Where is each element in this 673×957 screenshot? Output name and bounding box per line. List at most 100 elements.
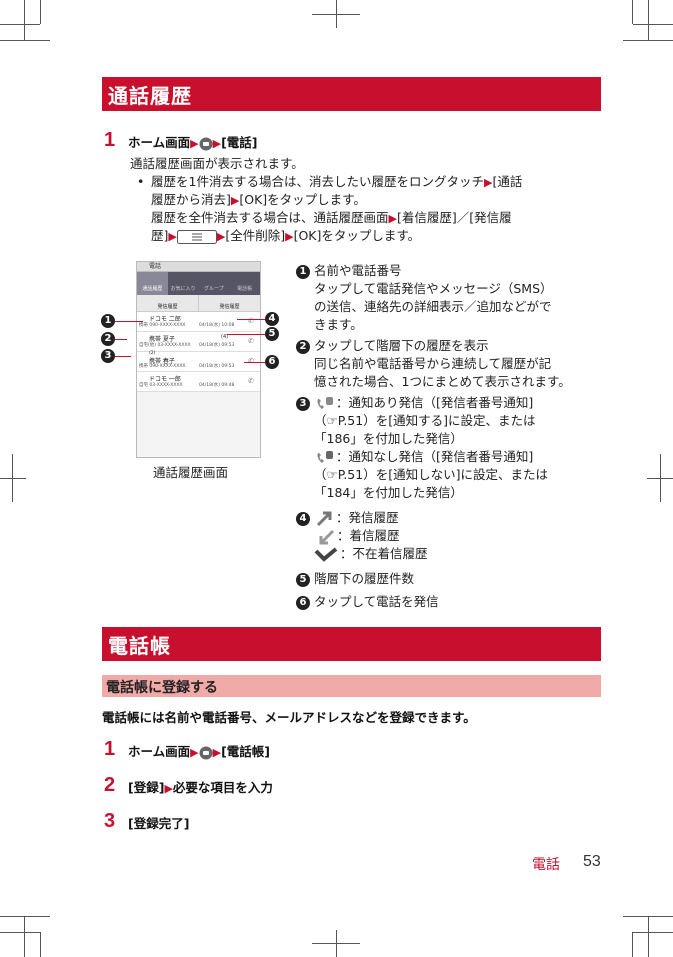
page-number: 53 <box>583 853 601 870</box>
reference-icon: ☞ <box>326 413 338 428</box>
row-name: 携帯 春子 <box>149 358 175 365</box>
note-text: 「184」を付加した発信） <box>314 485 463 500</box>
call-history-screen: 電話 通話履歴 お気に入り グループ 電話帳 発信履歴 発信履歴 ドコモ 二郎 … <box>136 261 261 458</box>
bullet-dot: • <box>137 174 145 189</box>
row-name: ドコモ 二郎 <box>149 316 181 323</box>
note-6: 6 タップして電話を発信 <box>296 593 439 611</box>
crop-mark <box>0 932 40 933</box>
note-text: ：着信履歴 <box>317 527 400 545</box>
row-number: 携帯 090-XXXX-XXXX <box>139 364 186 369</box>
sub-tab-incoming[interactable]: 発信履歴 <box>219 304 240 310</box>
arrow-right-icon: ▶ <box>216 230 226 243</box>
callout-5: 5 <box>265 327 279 341</box>
row-name: 携帯 夏子 <box>149 336 175 343</box>
crop-mark <box>40 932 41 957</box>
step-text-complete: [登録完了] <box>128 816 190 831</box>
crop-mark <box>633 24 673 25</box>
note-text: タップして電話を発信 <box>313 594 439 609</box>
crop-mark <box>40 0 41 24</box>
tab-favorites[interactable]: お気に入り <box>170 286 196 292</box>
sub-tab-outgoing[interactable]: 発信履歴 <box>137 295 199 311</box>
bullet-text: 歴] <box>151 228 169 243</box>
screen-sub-tabs: 発信履歴 発信履歴 <box>137 295 260 312</box>
step-text-phonebook: [電話帳] <box>221 744 271 759</box>
note-text: （ <box>314 413 327 428</box>
row-count: (4) <box>221 334 229 340</box>
phone-icon[interactable]: ✆ <box>248 357 254 365</box>
phone-key-icon <box>199 746 213 759</box>
crop-mark <box>623 40 673 41</box>
step-instruction: ホーム画面▶▶[電話] <box>128 132 258 151</box>
section-intro: 電話帳には名前や電話番号、メールアドレスなどを登録できます。 <box>102 710 476 725</box>
callout-line <box>237 319 265 320</box>
row-tag: (2) <box>149 351 156 356</box>
crop-mark <box>633 932 673 933</box>
crop-mark <box>24 916 25 957</box>
row-number: 携帯 090-XXXX-XXXX <box>139 323 186 328</box>
arrow-right-icon: ▶ <box>230 194 240 207</box>
section-title-text: 通話履歴 <box>108 84 192 108</box>
tab-contacts[interactable]: 電話帳 <box>237 286 253 292</box>
note-marker: 6 <box>296 595 310 610</box>
callout-4: 4 <box>265 312 279 326</box>
note-marker: 4 <box>296 511 310 526</box>
callout-6: 6 <box>265 355 279 369</box>
tab-groups[interactable]: グループ <box>204 286 224 292</box>
note-marker: 1 <box>296 264 310 279</box>
bullet-line: 履歴から消去]▶[OK]をタップします。 <box>151 191 366 210</box>
crop-mark <box>24 0 25 40</box>
subsection-title-text: 電話帳に登録する <box>106 680 218 696</box>
step-instruction: [登録完了] <box>128 813 189 832</box>
arrow-right-icon: ▶ <box>164 782 173 795</box>
arrow-right-icon: ▶ <box>212 746 222 759</box>
callout-line <box>227 334 265 335</box>
crop-mark <box>0 24 40 25</box>
note-text: ：通知なし発信（[発信者番号通知] <box>314 448 533 466</box>
step-text-phone: [電話] <box>221 135 258 150</box>
step-text-register: [登録] <box>128 780 165 795</box>
bullet-text: [全件削除] <box>225 228 286 243</box>
arrow-right-icon: ▶ <box>190 137 199 150</box>
section-title-call-history: 通話履歴 <box>102 77 601 111</box>
phone-icon[interactable]: ✆ <box>248 377 254 385</box>
section-title-phonebook: 電話帳 <box>102 627 601 661</box>
screen-header: 電話 <box>137 262 260 272</box>
history-row[interactable]: (2) 携帯 春子 携帯 090-XXXX-XXXX 04/18(水) 09:5… <box>137 351 260 372</box>
tab-call-history[interactable]: 通話履歴 <box>137 272 168 295</box>
screen-tab-bar: 通話履歴 お気に入り グループ 電話帳 <box>137 272 260 295</box>
note-text: （☞P.51）を[通知しない]に設定、または <box>314 466 548 484</box>
section-title-text: 電話帳 <box>108 634 171 658</box>
row-date: 04/18(水) 09:53 <box>199 364 235 369</box>
history-row[interactable]: 携帯 夏子 (4) 自宅(他) 03-XXXX-XXXX 04/18(水) 09… <box>137 332 260 352</box>
arrow-right-icon: ▶ <box>212 137 222 150</box>
crop-mark <box>12 454 13 502</box>
crop-mark <box>632 932 633 957</box>
no-notify-call-icon <box>317 450 333 463</box>
bullet-text: [通話 <box>492 174 523 189</box>
callout-3: 3 <box>101 349 115 363</box>
note-text: 階層下の履歴件数 <box>313 571 414 586</box>
callout-line <box>115 321 143 322</box>
phone-icon[interactable]: ✆ <box>248 317 254 325</box>
history-row[interactable]: ドコモ 二郎 携帯 090-XXXX-XXXX 04/18(水) 10:08 ✆ <box>137 312 260 332</box>
menu-key-icon <box>176 229 217 244</box>
note-3: 3 ：通知あり発信（[発信者番号通知] <box>296 394 533 412</box>
note-2: 2 タップして階層下の履歴を表示 <box>296 337 489 355</box>
note-text: きます。 <box>314 317 363 332</box>
note-text: ：不在着信履歴 <box>340 546 428 561</box>
crop-mark <box>648 916 649 957</box>
row-number: 自宅 03-XXXX-XXXX <box>139 383 183 388</box>
note-1: 1 名前や電話番号 <box>296 262 402 280</box>
arrow-right-icon: ▶ <box>388 212 397 225</box>
arrow-right-icon: ▶ <box>483 176 493 189</box>
bullet-line: 歴]▶▶[全件削除]▶[OK]をタップします。 <box>151 227 420 246</box>
step-number: 1 <box>104 129 116 151</box>
incoming-call-icon <box>319 529 335 544</box>
note-text: 「186」を付加した発信） <box>314 431 463 446</box>
arrow-right-icon: ▶ <box>168 230 177 243</box>
phone-icon[interactable]: ✆ <box>248 337 254 345</box>
history-row[interactable]: ドコモ 一郎 自宅 03-XXXX-XXXX 04/18(水) 09:48 ✆ <box>137 372 260 392</box>
note-text: ：不在着信履歴 <box>314 545 428 563</box>
step-text-home: ホーム画面 <box>128 744 191 759</box>
bullet-text: 履歴から消去] <box>151 192 231 207</box>
